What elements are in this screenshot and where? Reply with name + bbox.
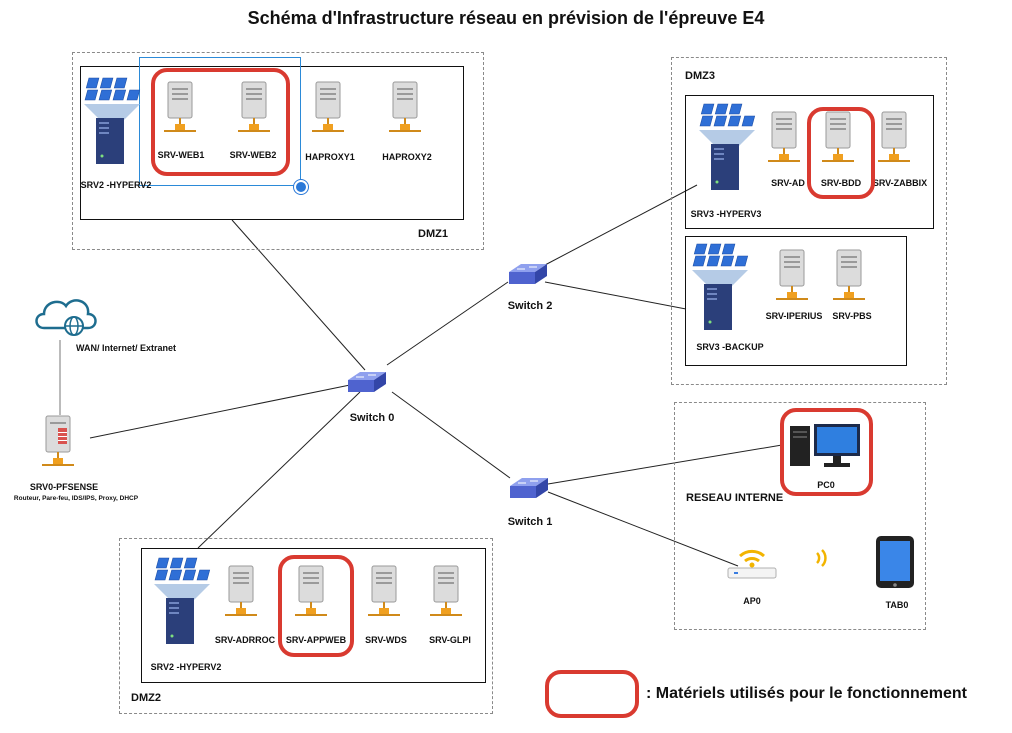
legend-text: : Matériels utilisés pour le fonctionnem… [646,685,967,702]
wifi-signal-icon [814,546,832,575]
label-srv2-hyperv2-bottom: SRV2 -HYPERV2 [150,662,222,672]
network-switch-icon[interactable] [507,260,549,293]
link-switch0-switch2 [386,281,509,366]
cloud-globe-icon[interactable] [30,288,102,345]
tablet-icon[interactable] [874,534,916,595]
label-switch1: Switch 1 [507,516,553,528]
zone-dmz2-outer [119,538,493,714]
zone-reseau-interne [674,402,926,630]
label-srv3-backup: SRV3 -BACKUP [696,342,764,352]
label-srv-web2: SRV-WEB2 [229,150,277,160]
label-srv2-hyperv2-top: SRV2 -HYPERV2 [80,180,152,190]
label-srv-appweb: SRV-APPWEB [285,635,347,645]
server-tower-icon[interactable] [876,110,912,171]
page-title: Schéma d'Infrastructure réseau en prévis… [247,8,765,28]
label-srv3-hyperv3: SRV3 -HYPERV3 [690,209,762,219]
zone-label-dmz3: DMZ3 [685,70,715,82]
server-tower-icon[interactable] [766,110,802,171]
label-srv-iperius: SRV-IPERIUS [765,311,823,321]
link-pfsense-switch0 [89,384,351,439]
server-tower-icon[interactable] [387,80,423,141]
server-tower-icon[interactable] [774,248,810,309]
hypervisor-stack-icon[interactable] [80,74,144,171]
server-tower-icon[interactable] [293,564,329,625]
label-haproxy2: HAPROXY2 [382,152,432,162]
wireless-access-point-icon[interactable] [726,538,778,587]
label-srv-adrroc: SRV-ADRROC [214,635,276,645]
network-switch-icon[interactable] [508,474,550,507]
zone-label-dmz1: DMZ1 [418,228,448,240]
zone-dmz1-outer [72,52,484,250]
label-srv-pbs: SRV-PBS [832,311,872,321]
link-switch1-ap0 [547,491,739,567]
label-srv-wds: SRV-WDS [365,635,407,645]
network-switch-icon[interactable] [346,368,388,401]
server-tower-icon[interactable] [428,564,464,625]
label-switch0: Switch 0 [349,412,395,424]
label-haproxy1: HAPROXY1 [305,152,355,162]
highlight-srv-bdd [807,107,875,199]
highlight-srv-web [151,68,290,176]
label-srv-glpi: SRV-GLPI [429,635,471,645]
selection-box[interactable] [139,57,301,186]
zone-dmz3-outer [671,57,947,385]
zone-dmz1-inner [80,66,464,220]
label-ap0: AP0 [743,596,761,606]
zone-dmz3-backup [685,236,907,366]
zone-label-reseau-interne: RESEAU INTERNE [686,492,784,504]
selection-resize-handle[interactable] [294,180,308,194]
label-pc0: PC0 [817,480,835,490]
hypervisor-stack-icon[interactable] [688,240,752,337]
label-tab0: TAB0 [885,600,909,610]
hypervisor-stack-icon[interactable] [695,100,759,197]
firewall-server-icon[interactable] [40,414,76,475]
label-wan: WAN/ Internet/ Extranet [75,343,177,353]
label-srv0-pfsense: SRV0-PFSENSE [29,482,99,492]
zone-dmz2-inner [141,548,486,683]
label-switch2: Switch 2 [507,300,553,312]
label-srv0-roles: Routeur, Pare-feu, IDS/IPS, Proxy, DHCP [13,495,139,502]
server-tower-icon[interactable] [162,80,198,141]
link-switch0-dmz2 [197,391,361,549]
link-switch1-pc0 [547,444,783,485]
link-switch2-backup [544,281,687,310]
link-switch0-switch1 [391,391,511,479]
highlight-pc0 [780,408,873,496]
label-srv-ad: SRV-AD [771,178,805,188]
zone-label-dmz2: DMZ2 [131,692,161,704]
hypervisor-stack-icon[interactable] [150,554,214,651]
zone-dmz3-hyperv3 [685,95,934,229]
label-srv-web1: SRV-WEB1 [157,150,205,160]
server-tower-icon[interactable] [310,80,346,141]
desktop-pc-icon[interactable] [788,422,862,475]
server-tower-icon[interactable] [366,564,402,625]
highlight-srv-appweb [278,555,354,657]
legend-swatch [545,670,639,718]
server-tower-icon[interactable] [831,248,867,309]
label-srv-bdd: SRV-BDD [820,178,862,188]
server-tower-icon[interactable] [223,564,259,625]
link-dmz1-switch0 [231,219,366,371]
server-tower-icon[interactable] [820,110,856,171]
server-tower-icon[interactable] [236,80,272,141]
label-srv-zabbix: SRV-ZABBIX [872,178,928,188]
